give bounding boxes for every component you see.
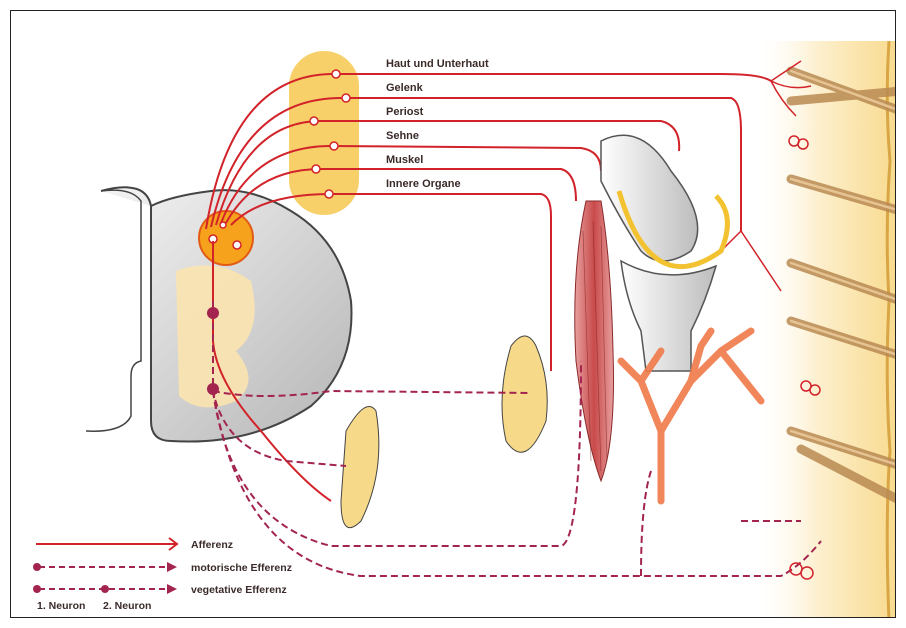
organ-ganglion-1 bbox=[341, 407, 379, 528]
label-haut: Haut und Unterhaut bbox=[386, 58, 489, 70]
legend-neuron2-text: 2. Neuron bbox=[103, 600, 151, 612]
label-sehne: Sehne bbox=[386, 130, 419, 142]
label-periost: Periost bbox=[386, 106, 424, 118]
legend-afferenz-text: Afferenz bbox=[191, 539, 233, 551]
receptor-oval bbox=[289, 51, 359, 215]
label-organe: Innere Organe bbox=[386, 178, 461, 190]
legend-motor-arrow bbox=[167, 562, 177, 572]
bone-upper bbox=[601, 135, 698, 261]
legend-vegetativ-text: vegetative Efferenz bbox=[191, 584, 287, 596]
label-gelenk: Gelenk bbox=[386, 82, 424, 94]
legend-vegetativ-arrow bbox=[167, 584, 177, 594]
legend-motor-dot bbox=[33, 563, 41, 571]
spinal-cord-left-edge bbox=[86, 190, 141, 431]
legend: Afferenz motorische Efferenz vegetative … bbox=[33, 538, 292, 612]
muscle bbox=[575, 201, 614, 481]
segmental-innervation-diagram: Haut und Unterhaut Gelenk Periost Sehne … bbox=[11, 11, 896, 618]
diagram-frame: Haut und Unterhaut Gelenk Periost Sehne … bbox=[10, 10, 896, 618]
legend-neuron1-text: 1. Neuron bbox=[37, 600, 85, 612]
legend-vegetativ-dot2 bbox=[101, 585, 109, 593]
legend-vegetativ-dot1 bbox=[33, 585, 41, 593]
label-muskel: Muskel bbox=[386, 154, 423, 166]
organ-ganglion-2 bbox=[502, 336, 547, 452]
legend-motor-text: motorische Efferenz bbox=[191, 562, 292, 574]
